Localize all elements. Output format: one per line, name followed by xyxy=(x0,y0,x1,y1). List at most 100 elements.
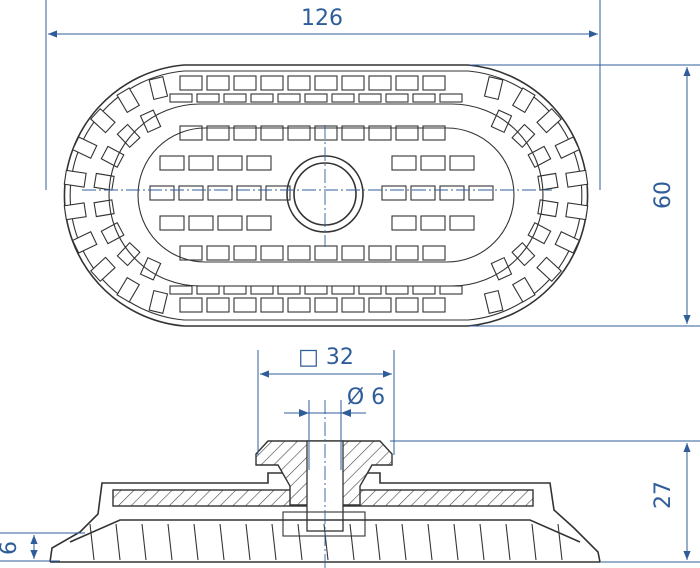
grid-cell xyxy=(341,297,365,313)
grid-cell xyxy=(246,155,272,171)
grid-cells xyxy=(63,75,589,314)
bore-arrow-left xyxy=(299,409,309,417)
membrane-rib xyxy=(297,523,303,561)
grid-cell xyxy=(287,75,311,91)
grid-cell xyxy=(511,276,536,303)
grid-cell xyxy=(116,123,141,149)
grid-cell xyxy=(511,123,536,149)
membrane-rib xyxy=(375,523,381,561)
grid-cell xyxy=(468,185,494,201)
grid-cell xyxy=(287,297,311,313)
grid-cell xyxy=(341,75,365,91)
grid-cell xyxy=(368,75,392,91)
grid-cell xyxy=(395,245,419,261)
grid-cell xyxy=(260,297,284,313)
grid-cell xyxy=(439,93,463,103)
grid-cell xyxy=(554,230,581,254)
grid-cell xyxy=(159,155,185,171)
grid-cell xyxy=(422,245,446,261)
grid-cell xyxy=(90,256,116,283)
grid-cell xyxy=(250,285,274,295)
grid-cell xyxy=(169,285,193,295)
grid-cell xyxy=(565,202,589,221)
grid-cell xyxy=(381,185,407,201)
grid-cell xyxy=(217,155,243,171)
grid-cell xyxy=(483,76,504,101)
grid-cell xyxy=(206,245,230,261)
grid-cell xyxy=(179,245,203,261)
grid-cell xyxy=(139,256,162,281)
grid-cell xyxy=(71,136,98,160)
grid-cell xyxy=(314,125,338,141)
grid-cell xyxy=(422,297,446,313)
membrane-rib xyxy=(167,523,173,561)
square-dimension-label: □ 32 xyxy=(298,345,354,370)
grid-cell xyxy=(233,297,257,313)
grid-cell xyxy=(314,245,338,261)
grid-cell xyxy=(490,109,513,134)
membrane-rib xyxy=(271,523,277,561)
grid-cell xyxy=(260,75,284,91)
grid-cell xyxy=(422,125,446,141)
side-view: □ 32 Ø 6 27 6 xyxy=(0,345,700,568)
grid-cell xyxy=(139,109,162,134)
grid-cell xyxy=(169,93,193,103)
length-dimension-label: 126 xyxy=(301,6,343,31)
grid-cell xyxy=(449,155,475,171)
membrane-rib xyxy=(89,523,95,561)
valve-housing xyxy=(282,511,366,537)
grid-cell xyxy=(207,185,233,201)
grid-cell xyxy=(206,297,230,313)
grid-cell xyxy=(341,125,365,141)
grid-cell xyxy=(90,107,116,134)
oval-outline xyxy=(63,64,589,327)
grid-cell xyxy=(148,76,169,101)
grid-cell xyxy=(368,125,392,141)
membrane-rib xyxy=(115,523,121,561)
grid-cell xyxy=(116,241,141,267)
height-dimension-label: 27 xyxy=(651,481,676,509)
grid-cell xyxy=(188,155,214,171)
membrane-rib xyxy=(427,523,433,561)
grid-cell xyxy=(536,256,562,283)
channel-outer xyxy=(108,103,544,287)
grid-cell xyxy=(188,215,214,231)
grid-cell xyxy=(483,289,504,314)
grid-cell xyxy=(554,136,581,160)
grid-cell xyxy=(233,125,257,141)
grid-cell xyxy=(395,297,419,313)
membrane-ribs xyxy=(89,523,563,561)
grid-cell xyxy=(196,285,220,295)
grid-cell xyxy=(206,75,230,91)
grid-cell xyxy=(260,245,284,261)
membrane-rib xyxy=(531,523,537,561)
grid-cell xyxy=(368,245,392,261)
grid-cell xyxy=(314,297,338,313)
grid-cell xyxy=(395,75,419,91)
grid-cell xyxy=(439,185,465,201)
bore-arrow-right xyxy=(341,409,351,417)
grid-cell xyxy=(527,222,552,245)
grid-cell xyxy=(179,297,203,313)
channel-inner xyxy=(137,127,515,263)
oval-inner-rim xyxy=(69,70,583,321)
grid-cell xyxy=(527,145,552,168)
grid-cell xyxy=(196,93,220,103)
grid-cell xyxy=(250,93,274,103)
membrane-rib xyxy=(245,523,251,561)
bore-dimension-label: Ø 6 xyxy=(347,385,385,410)
grid-cell xyxy=(422,75,446,91)
grid-cell xyxy=(412,93,436,103)
grid-cell xyxy=(236,185,262,201)
grid-cell xyxy=(71,230,98,254)
grid-cell xyxy=(287,125,311,141)
grid-cell xyxy=(420,155,446,171)
grid-cell xyxy=(536,107,562,134)
membrane-rib xyxy=(557,523,563,561)
membrane-rib xyxy=(349,523,355,561)
membrane-rib xyxy=(479,523,485,561)
grid-cell xyxy=(63,202,87,221)
grid-cell xyxy=(277,285,301,295)
grid-cell xyxy=(358,285,382,295)
